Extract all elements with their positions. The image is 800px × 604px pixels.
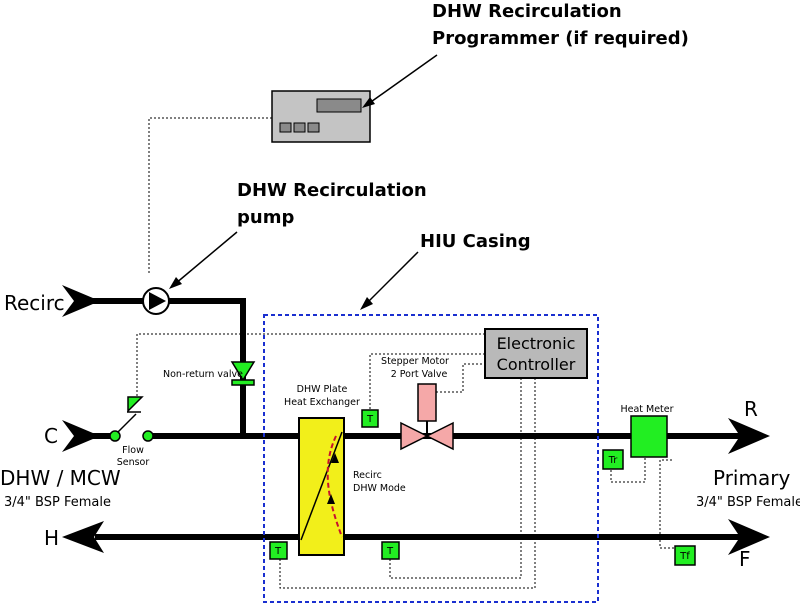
svg-text:T: T (274, 546, 282, 557)
recirculation-pump (142, 287, 170, 315)
primary-connection-label: 3/4" BSP Female (696, 495, 800, 510)
flow-sensor-label-line1: Flow (122, 445, 144, 456)
recirc-mode-label-line1: Recirc (353, 470, 382, 481)
programmer-button (293, 122, 306, 133)
c-label: C (44, 424, 58, 448)
recirc-inlet-arrow (62, 285, 100, 317)
temperature-sensor: T (381, 541, 400, 560)
programmer-button (307, 122, 320, 133)
temperature-sensor: T (269, 541, 288, 560)
r-label: R (744, 397, 758, 421)
non-return-valve (230, 361, 256, 386)
recirc-label: Recirc (4, 291, 65, 315)
non-return-valve-label: Non-return valve (163, 369, 243, 380)
heat-meter-label: Heat Meter (620, 404, 673, 415)
dhw-connection-label: 3/4" BSP Female (4, 495, 111, 510)
stepper-label-line2: 2 Port Valve (391, 369, 448, 380)
h-label: H (44, 526, 59, 550)
temperature-sensor: T (361, 409, 379, 428)
flow-sensor-label-line2: Sensor (117, 457, 150, 468)
programmer-label-line1: DHW Recirculation (432, 1, 622, 22)
recirculation-programmer (271, 90, 371, 143)
callout-arrows (169, 54, 438, 310)
controller-label-line1: Electronic (497, 334, 576, 353)
h-outlet-arrow (62, 521, 104, 553)
recirc-mode-label-line2: DHW Mode (353, 483, 406, 494)
heat-meter (630, 415, 668, 458)
dhw-mcw-label: DHW / MCW (0, 466, 121, 490)
svg-text:T: T (366, 414, 374, 425)
stepper-motor-actuator (417, 383, 437, 422)
flow-sensor (109, 396, 154, 442)
controller-label-line2: Controller (497, 355, 576, 374)
programmer-display (316, 98, 362, 113)
return-temperature-sensor: Tr (602, 449, 624, 470)
programmer-button (279, 122, 292, 133)
plate-heat-exchanger (298, 417, 345, 556)
stepper-motor-valve (400, 383, 454, 451)
pipe-recirc-line (85, 298, 246, 436)
hiu-casing-boundary (263, 314, 599, 603)
svg-text:T: T (386, 546, 394, 557)
electronic-controller: Electronic Controller (484, 328, 588, 379)
primary-label: Primary (713, 466, 790, 490)
recirc-dhw-mode-path (326, 435, 343, 538)
plate-label-line2: Heat Exchanger (284, 397, 360, 408)
f-label: F (739, 547, 751, 571)
stepper-label-line1: Stepper Motor (381, 356, 449, 367)
programmer-label-line2: Programmer (if required) (432, 28, 689, 49)
hiu-casing-label: HIU Casing (420, 231, 531, 252)
control-wiring (136, 117, 676, 589)
pump-label-line2: pump (237, 207, 294, 228)
r-outlet-arrow (728, 418, 770, 454)
f-inlet-arrow (728, 519, 770, 555)
flow-temperature-sensor: Tf (674, 545, 696, 566)
svg-text:Tf: Tf (679, 551, 690, 562)
plate-label-line1: DHW Plate (297, 384, 348, 395)
svg-text:Tr: Tr (608, 455, 619, 466)
c-inlet-arrow (62, 420, 100, 452)
pump-label-line1: DHW Recirculation (237, 180, 427, 201)
